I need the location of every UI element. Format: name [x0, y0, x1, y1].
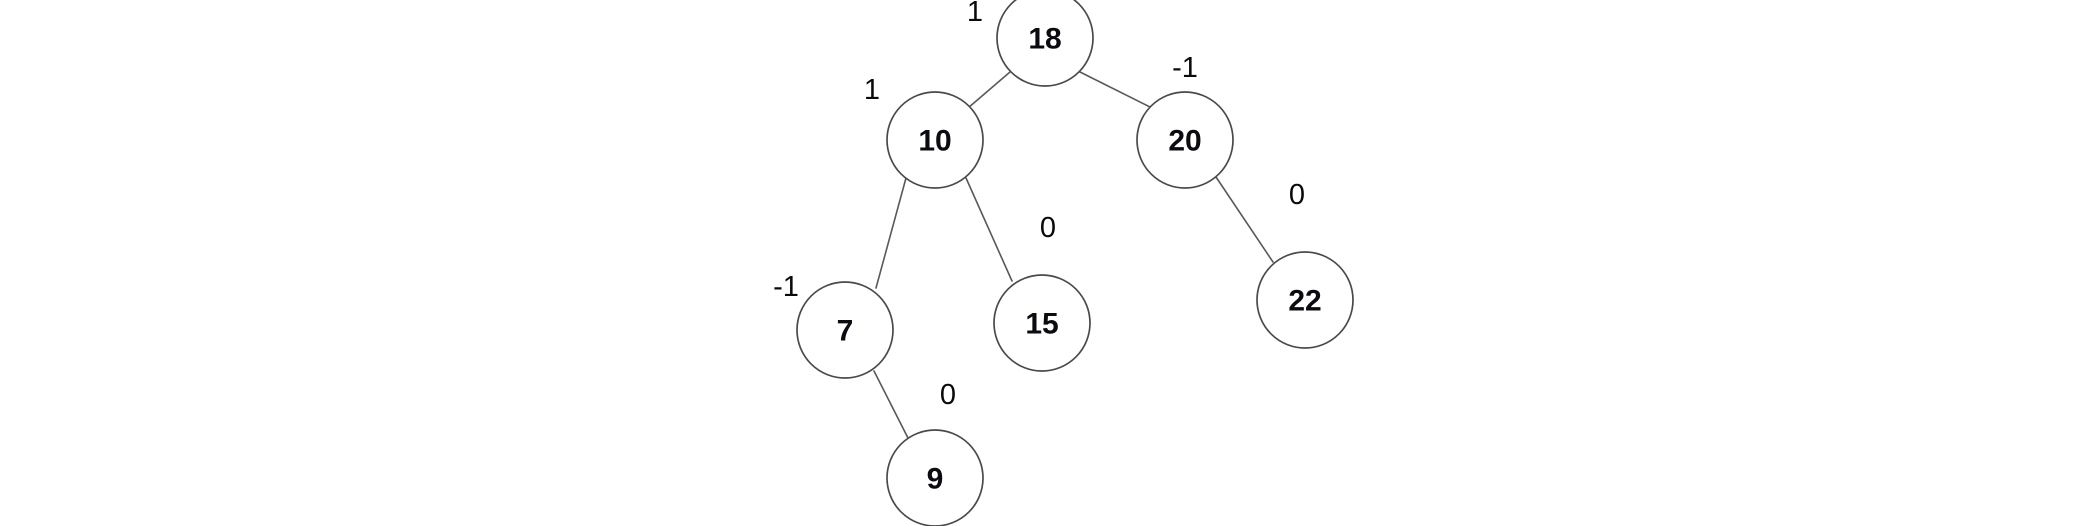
tree-node-10[interactable]: 10 — [886, 91, 984, 189]
node-key-label-15: 15 — [1025, 308, 1058, 341]
tree-edges-group — [873, 71, 1274, 439]
node-key-label-10: 10 — [918, 125, 951, 158]
node-circle-9 — [886, 429, 984, 526]
node-circle-22 — [1256, 251, 1354, 349]
node-key-label-20: 20 — [1168, 125, 1201, 158]
tree-node-9[interactable]: 9 — [886, 429, 984, 526]
tree-edge-n20-to-n22 — [1215, 176, 1274, 263]
node-circle-15 — [993, 274, 1091, 372]
balance-factor-label-7: -1 — [773, 271, 799, 303]
tree-edge-n7-to-n9 — [873, 370, 909, 439]
node-circle-7 — [796, 281, 894, 379]
tree-edge-n18-to-n10 — [967, 71, 1011, 109]
balance-factor-label-22: 0 — [1289, 179, 1305, 211]
tree-node-7[interactable]: 7 — [796, 281, 894, 379]
balance-factor-label-15: 0 — [1040, 212, 1056, 244]
balance-factor-labels-group: 1 1 -1 -1 0 0 0 — [773, 0, 1305, 411]
tree-node-18[interactable]: 18 — [996, 0, 1094, 87]
node-circle-10 — [886, 91, 984, 189]
node-circle-18 — [996, 0, 1094, 87]
tree-edge-n18-to-n20 — [1079, 71, 1153, 109]
balance-factor-label-20: -1 — [1172, 52, 1198, 84]
tree-node-22[interactable]: 22 — [1256, 251, 1354, 349]
balance-factor-label-18: 1 — [967, 0, 983, 28]
node-key-label-9: 9 — [927, 463, 944, 496]
tree-edge-n10-to-n15 — [965, 177, 1013, 282]
tree-edge-n10-to-n7 — [875, 177, 907, 289]
node-key-label-22: 22 — [1288, 285, 1321, 318]
balance-factor-label-9: 0 — [940, 379, 956, 411]
tree-node-20[interactable]: 20 — [1136, 91, 1234, 189]
node-key-label-18: 18 — [1028, 23, 1061, 56]
tree-node-15[interactable]: 15 — [993, 274, 1091, 372]
node-circle-20 — [1136, 91, 1234, 189]
node-key-label-7: 7 — [837, 315, 854, 348]
balance-factor-label-10: 1 — [864, 74, 880, 106]
